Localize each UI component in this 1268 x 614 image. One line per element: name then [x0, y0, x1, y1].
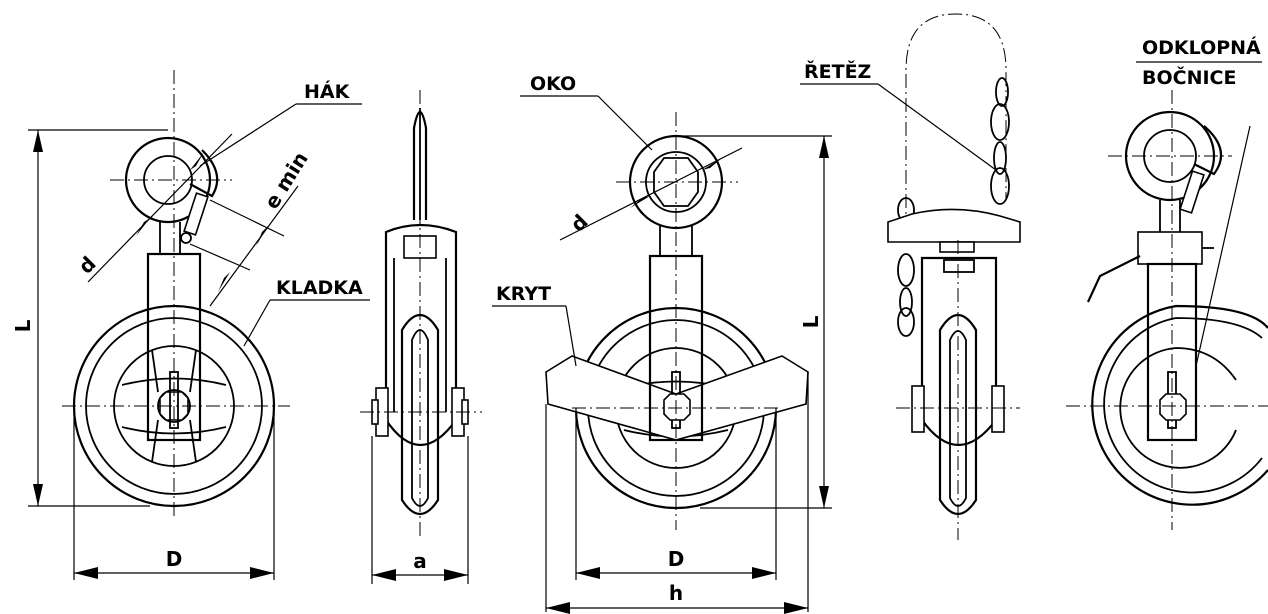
label-oko: OKO [530, 73, 576, 95]
dimension-L-view3: L [676, 135, 832, 509]
dimension-D-view3: D [575, 408, 777, 580]
dimension-a: a [371, 436, 469, 584]
label-oko-group: OKO [520, 73, 653, 151]
view-hook-pulley-front [62, 70, 290, 520]
dimension-D-label: D [166, 547, 183, 571]
view-hook-swing-plate [1066, 90, 1268, 530]
dimension-d-label: d [73, 251, 100, 278]
label-odklopna-bocnice-group: ODKLOPNÁ BOČNICE [1136, 36, 1262, 367]
label-bocnice: BOČNICE [1142, 65, 1236, 89]
dimension-a-label: a [413, 549, 427, 573]
label-retez: ŘETĚZ [804, 60, 871, 83]
label-hak-group: HÁK [199, 80, 362, 167]
label-hak: HÁK [304, 80, 351, 103]
label-kladka: KLADKA [276, 277, 363, 299]
view-chain-side [887, 13, 1021, 540]
dimension-h-label: h [669, 581, 683, 605]
dimension-L-view3-label: L [799, 315, 823, 328]
dimension-h: h [545, 372, 809, 614]
label-kryt-group: KRYT [492, 283, 577, 367]
label-odklopna: ODKLOPNÁ [1142, 36, 1261, 59]
label-kryt: KRYT [496, 283, 551, 305]
dimension-d-eye-label: d [565, 209, 592, 236]
dimension-L-label: L [11, 319, 35, 332]
view-eye-pulley-cover [545, 112, 809, 530]
dimension-d-eye: d [559, 147, 743, 241]
label-retez-group: ŘETĚZ [800, 60, 997, 171]
dimension-D-view1: D [73, 406, 275, 580]
view-side [360, 90, 482, 540]
dimension-D-view3-label: D [668, 547, 685, 571]
label-kladka-group: KLADKA [243, 277, 370, 347]
dimension-L-view1: L [11, 129, 168, 507]
